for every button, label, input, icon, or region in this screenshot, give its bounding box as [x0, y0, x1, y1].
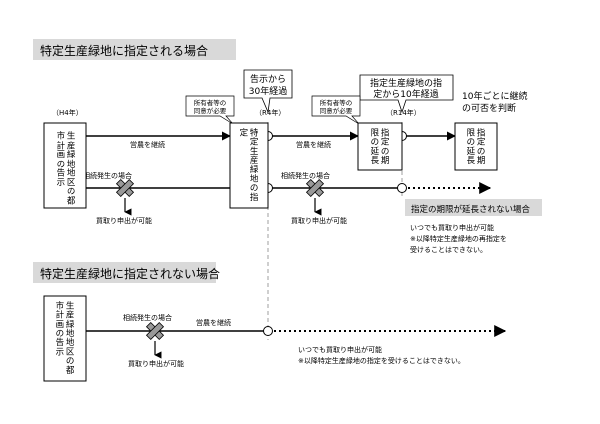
section2-node: [263, 326, 273, 336]
callout-30y-line2: 30年経過: [249, 85, 287, 97]
note-b-line2: ※以降特定生産緑地の指定を受けることはできない。: [298, 356, 465, 365]
callout-30-years: 告示から 30年経過: [243, 69, 293, 114]
h4-year-label: （H4年）: [52, 108, 83, 117]
notice-box-1: [43, 122, 87, 209]
section1-title: 特定生産緑地に指定される場合: [40, 43, 208, 58]
extension-box-1-text: 指定の期限の延長: [371, 128, 390, 167]
notice-box-1-text: 生産緑地地区の都市計画の告示: [55, 131, 75, 205]
every10-line1: 10年ごとに継続: [462, 90, 527, 102]
inheritance-1: 相続発生の場合: [83, 171, 132, 180]
not-extended-label-bg: [405, 199, 542, 216]
every10-line2: の可否を判断: [462, 102, 516, 114]
r14-year-label: （R14年）: [386, 108, 421, 117]
extension-box-2: [454, 122, 498, 171]
callout-10-years: 指定生産緑地の指 定から10年経過: [359, 74, 454, 114]
continue-farming-1: 営農を継続: [130, 140, 165, 149]
note-a-line2: ※以降特定生産緑地の再指定を: [410, 234, 507, 243]
cross-marker-1: [115, 178, 135, 198]
section1-title-bg: [33, 39, 236, 60]
buyout-1: 買取り申出が可能: [96, 216, 152, 225]
callout-30y-line1: 告示から: [250, 73, 286, 85]
inheritance-2: 相続発生の場合: [281, 171, 330, 180]
consent-callout-1: 所有者等の 同意が必要: [185, 95, 235, 125]
callout-10y-line1: 指定生産緑地の指: [370, 77, 442, 89]
note-a-line3: 受けることはできない。: [410, 245, 487, 254]
consent-callout-2: 所有者等の 同意が必要: [311, 95, 361, 125]
cross-marker-2: [305, 178, 325, 198]
r4-year-label: （R4年）: [255, 108, 285, 117]
section2-title-bg: [33, 262, 216, 283]
cross-marker-3: [145, 321, 165, 341]
extension-box-2-text: 指定の期限の延長: [467, 128, 486, 167]
consent-2-line1: 所有者等の: [320, 98, 353, 107]
not-extended-label: 指定の期限が延長されない場合: [411, 204, 531, 215]
consent-1-line2: 同意が必要: [194, 106, 227, 115]
consent-1-line1: 所有者等の: [194, 98, 227, 107]
designation-box: [229, 122, 269, 209]
note-a-line1: いつでも買取り申出が可能: [410, 223, 494, 232]
buyout-3: 買取り申出が可能: [128, 359, 184, 368]
consent-2-line2: 同意が必要: [320, 106, 353, 115]
inheritance-3: 相続発生の場合: [123, 313, 172, 322]
callout-10y-line2: 定から10年経過: [373, 88, 438, 100]
continue-farming-3: 営農を継続: [196, 318, 231, 327]
buyout-2: 買取り申出が可能: [291, 216, 347, 225]
r14-node-bottom: [397, 183, 407, 193]
section2-title: 特定生産緑地に指定されない場合: [40, 266, 220, 281]
note-b-line1: いつでも買取り申出が可能: [298, 345, 382, 354]
continue-farming-2: 営農を継続: [296, 140, 331, 149]
designation-box-text: 特定生産緑地の指定: [240, 128, 259, 203]
notice-box-2: [43, 295, 87, 382]
notice-box-2-text: 生産緑地地区の都市計画の告示: [56, 301, 75, 376]
extension-box-1: [357, 122, 403, 171]
